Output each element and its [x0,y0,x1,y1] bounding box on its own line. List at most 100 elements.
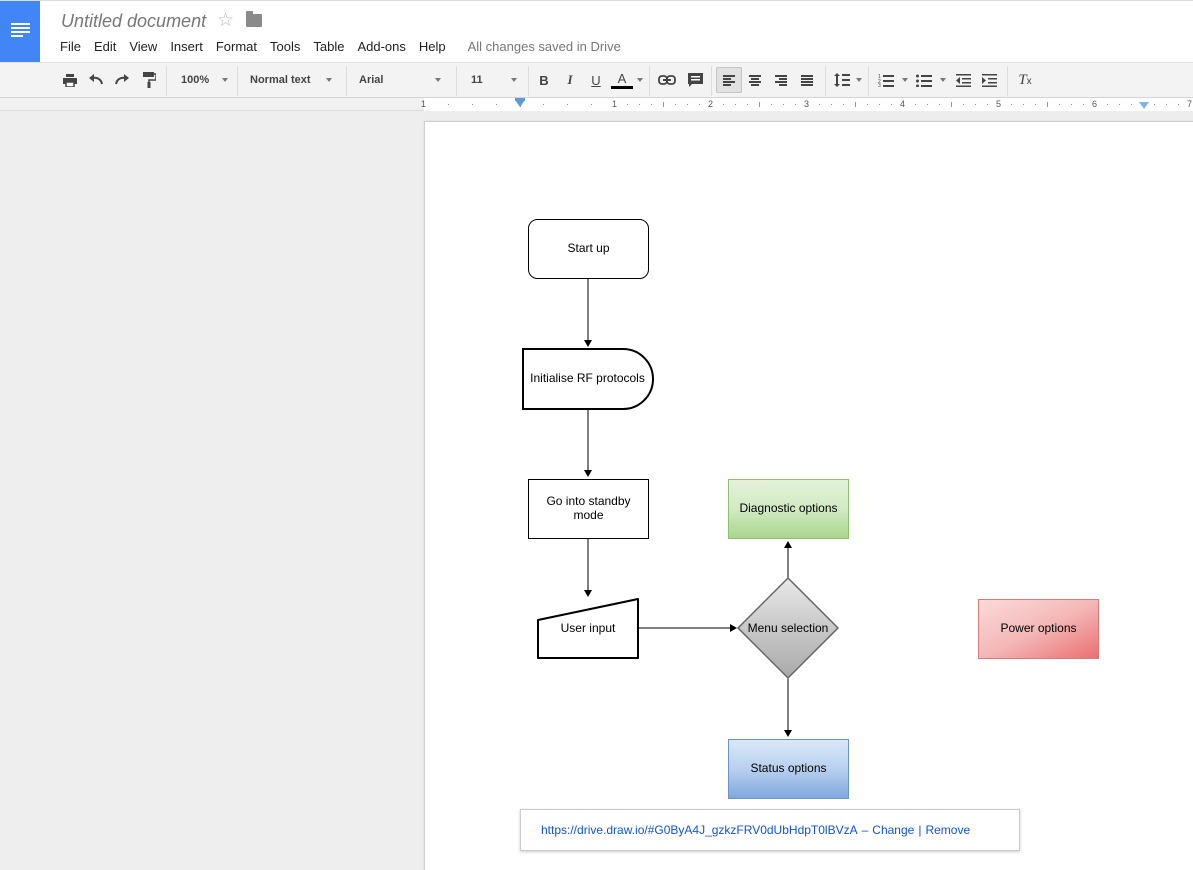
ruler-number: 2 [708,99,714,109]
redo-button[interactable] [112,67,132,93]
menu-tools[interactable]: Tools [270,39,301,54]
undo-button[interactable] [86,67,106,93]
align-center-button[interactable] [744,67,766,93]
decrease-indent-button[interactable] [952,67,974,93]
ruler-tick [651,104,652,105]
initialise-rf-node[interactable]: Initialise RF protocols [530,371,645,386]
ruler-tick [843,104,844,105]
line-spacing-button[interactable] [831,67,853,93]
insert-link-button[interactable] [656,67,678,93]
ruler-tick [1107,104,1108,105]
ruler-number: 3 [804,99,810,109]
ruler-tick [1154,104,1155,105]
user-input-node[interactable]: User input [560,621,616,636]
ruler-tick [975,104,976,105]
ruler-tick [963,104,964,105]
ruler-tick [543,104,544,105]
diagnostic-options-node[interactable]: Diagnostic options [739,501,838,516]
increase-indent-icon [981,73,997,87]
align-left-button[interactable] [716,67,742,93]
ruler-tick [1047,102,1048,107]
standby-node[interactable]: Go into standby mode [528,479,649,539]
justify-icon [801,74,813,86]
menu-help[interactable]: Help [418,39,446,54]
redo-icon [115,74,129,85]
svg-text:2: 2 [878,79,881,85]
menu-selection-node[interactable]: Menu selection [747,621,829,636]
menu-bar: File Edit View Insert Format Tools Table… [60,39,621,54]
ruler-tick [639,104,640,105]
underline-button[interactable]: U [591,72,601,88]
ruler[interactable]: 1 1 2 3 4 5 6 7 [0,98,1193,111]
ruler-tick [675,104,676,105]
right-indent-marker[interactable] [1139,102,1149,109]
ruler-tick [699,104,700,105]
clear-formatting-button[interactable]: Tx [1014,67,1036,93]
svg-text:3: 3 [878,83,881,87]
link-separator: | [918,823,922,837]
font-select[interactable]: Arial [351,67,449,93]
menu-file[interactable]: File [60,39,81,54]
text-color-letter: A [617,70,627,86]
ruler-tick [939,104,940,105]
document-title[interactable]: Untitled document [61,11,207,31]
bold-button[interactable]: B [539,72,549,88]
paint-format-button[interactable] [139,67,159,93]
power-options-node[interactable]: Power options [1000,621,1077,636]
paragraph-style-select[interactable]: Normal text [242,67,340,93]
link-icon [658,75,676,85]
chevron-down-icon[interactable] [902,78,908,82]
ruler-tick [472,104,473,105]
increase-indent-button[interactable] [978,67,1000,93]
text-color-button[interactable]: A [610,67,634,93]
align-left-icon [723,74,735,86]
decrease-indent-icon [955,73,971,87]
chevron-down-icon[interactable] [856,78,862,82]
ruler-tick [567,104,568,105]
ruler-tick [951,102,952,107]
align-right-icon [775,74,787,86]
svg-text:1: 1 [878,74,881,80]
left-indent-marker[interactable] [515,98,525,107]
chevron-down-icon[interactable] [637,78,643,82]
ruler-number: 7 [1187,99,1193,109]
numbered-list-icon: 123 [878,74,894,87]
ruler-tick [1119,104,1120,105]
bulleted-list-button[interactable] [913,67,935,93]
menu-view[interactable]: View [129,39,158,54]
print-icon [63,73,77,87]
italic-button[interactable]: I [567,72,573,87]
ruler-tick [915,104,916,105]
insert-comment-button[interactable] [684,67,706,93]
paragraph-style-value: Normal text [250,74,311,86]
docs-logo[interactable] [0,1,40,62]
menu-table[interactable]: Table [313,39,345,54]
doc-header: Untitled document ☆ File Edit View Inser… [0,0,1193,62]
align-right-button[interactable] [770,67,792,93]
save-status: All changes saved in Drive [467,39,621,54]
chevron-down-icon[interactable] [940,78,946,82]
justify-button[interactable] [796,67,818,93]
font-value: Arial [359,74,384,86]
ruler-tick [759,102,760,107]
print-button[interactable] [60,67,80,93]
change-link-button[interactable]: Change [872,823,915,837]
clear-formatting-icon: Tx [1018,71,1032,88]
toolbar: 100% Normal text Arial 11 B I U A [0,62,1193,98]
ruler-tick [723,104,724,105]
remove-link-button[interactable]: Remove [925,823,971,837]
link-url[interactable]: https://drive.draw.io/#G0ByA4J_gzkzFRV0d… [541,823,858,837]
folder-icon[interactable] [246,11,262,27]
menu-format[interactable]: Format [215,39,257,54]
zoom-select[interactable]: 100% [172,67,232,93]
star-icon[interactable]: ☆ [217,10,235,31]
menu-insert[interactable]: Insert [170,39,203,54]
start-up-node[interactable]: Start up [567,241,610,256]
menu-edit[interactable]: Edit [93,39,117,54]
ruler-tick [735,104,736,105]
menu-addons[interactable]: Add-ons [357,39,406,54]
font-size-select[interactable]: 11 [462,67,522,93]
ruler-tick [1131,104,1132,105]
status-options-node[interactable]: Status options [750,761,827,776]
